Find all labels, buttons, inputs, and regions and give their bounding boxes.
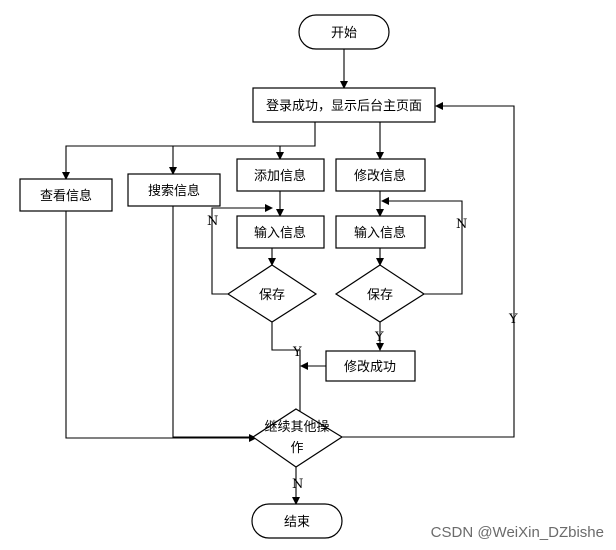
node-save-add: 保存 — [226, 264, 318, 323]
edge-label-save-add-yes: Y — [292, 345, 302, 360]
node-start: 开始 — [298, 14, 390, 50]
edge-search-continue — [172, 206, 256, 438]
node-modify: 修改信息 — [335, 158, 426, 192]
edge-save-add-no — [211, 204, 273, 295]
edge-view-continue — [65, 211, 257, 442]
node-save-add-label: 保存 — [259, 288, 285, 303]
node-continue: 继续其他操 作 — [251, 408, 344, 468]
node-save-modify-label: 保存 — [367, 288, 393, 303]
node-input-modify: 输入信息 — [335, 215, 426, 249]
node-view: 查看信息 — [19, 178, 113, 212]
edge-label-save-add-no: N — [207, 214, 218, 229]
edge-login-view — [62, 122, 316, 180]
node-login: 登录成功，显示后台主页面 — [252, 87, 436, 123]
node-continue-label-line1: 继续其他操 — [264, 419, 329, 435]
edge-label-continue-yes: Y — [508, 312, 518, 327]
node-input-add-label: 输入信息 — [254, 225, 306, 241]
edge-save-modify-no — [381, 197, 463, 295]
node-add: 添加信息 — [236, 158, 325, 192]
node-modify-label: 修改信息 — [354, 168, 406, 184]
edge-save-add-yes — [271, 322, 304, 426]
node-save-modify: 保存 — [334, 264, 426, 323]
node-modify-success: 修改成功 — [325, 350, 416, 382]
node-start-label: 开始 — [331, 26, 357, 41]
node-input-modify-label: 输入信息 — [354, 225, 406, 241]
edge-label-continue-no: N — [292, 477, 303, 492]
node-search-label: 搜索信息 — [148, 183, 200, 199]
node-login-label: 登录成功，显示后台主页面 — [266, 99, 422, 114]
edges — [62, 49, 515, 505]
node-input-add: 输入信息 — [236, 215, 325, 249]
node-add-label: 添加信息 — [254, 168, 306, 184]
edge-continue-loop — [340, 102, 515, 438]
node-view-label: 查看信息 — [40, 188, 92, 204]
node-continue-label-line2: 作 — [290, 441, 303, 456]
edge-label-save-modify-yes: Y — [374, 330, 384, 345]
watermark: CSDN @WeiXin_DZbishe — [431, 524, 604, 541]
node-modify-success-label: 修改成功 — [344, 360, 396, 375]
node-end: 结束 — [251, 503, 343, 539]
node-search: 搜索信息 — [127, 173, 221, 207]
node-end-label: 结束 — [284, 515, 310, 530]
edge-label-save-modify-no: N — [456, 217, 467, 232]
